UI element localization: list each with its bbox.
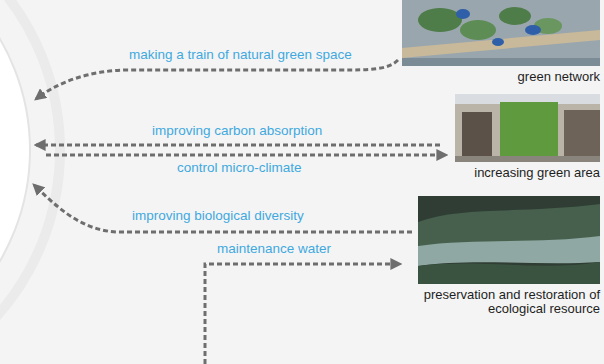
flow-label: improving carbon absorption bbox=[150, 123, 324, 139]
image-panel: preservation and restoration of ecologic… bbox=[412, 196, 600, 315]
flow-label: improving biological diversity bbox=[130, 208, 306, 224]
aerial-map-image bbox=[402, 0, 600, 66]
dashed-arrow bbox=[34, 185, 412, 232]
flow-label: making a train of natural green space bbox=[127, 47, 354, 63]
dashed-arrow bbox=[36, 60, 398, 99]
dashed-arrow bbox=[46, 154, 446, 157]
image-area bbox=[455, 94, 600, 162]
image-area bbox=[402, 0, 600, 66]
wetland-photo bbox=[418, 196, 600, 284]
image-caption: green network bbox=[518, 66, 600, 84]
image-panel: green network bbox=[402, 0, 600, 84]
dashed-arrow bbox=[36, 144, 440, 147]
central-circle bbox=[0, 0, 30, 364]
image-caption: preservation and restoration of ecologic… bbox=[412, 284, 600, 315]
image-area bbox=[412, 196, 600, 284]
image-panel: increasing green area bbox=[455, 94, 600, 180]
image-caption: increasing green area bbox=[474, 162, 600, 180]
dashed-arrow bbox=[205, 264, 400, 364]
outer-ring bbox=[0, 0, 60, 364]
green-wall-photo bbox=[455, 94, 600, 162]
flow-label: control micro-climate bbox=[175, 160, 304, 176]
flow-label: maintenance water bbox=[215, 241, 333, 257]
